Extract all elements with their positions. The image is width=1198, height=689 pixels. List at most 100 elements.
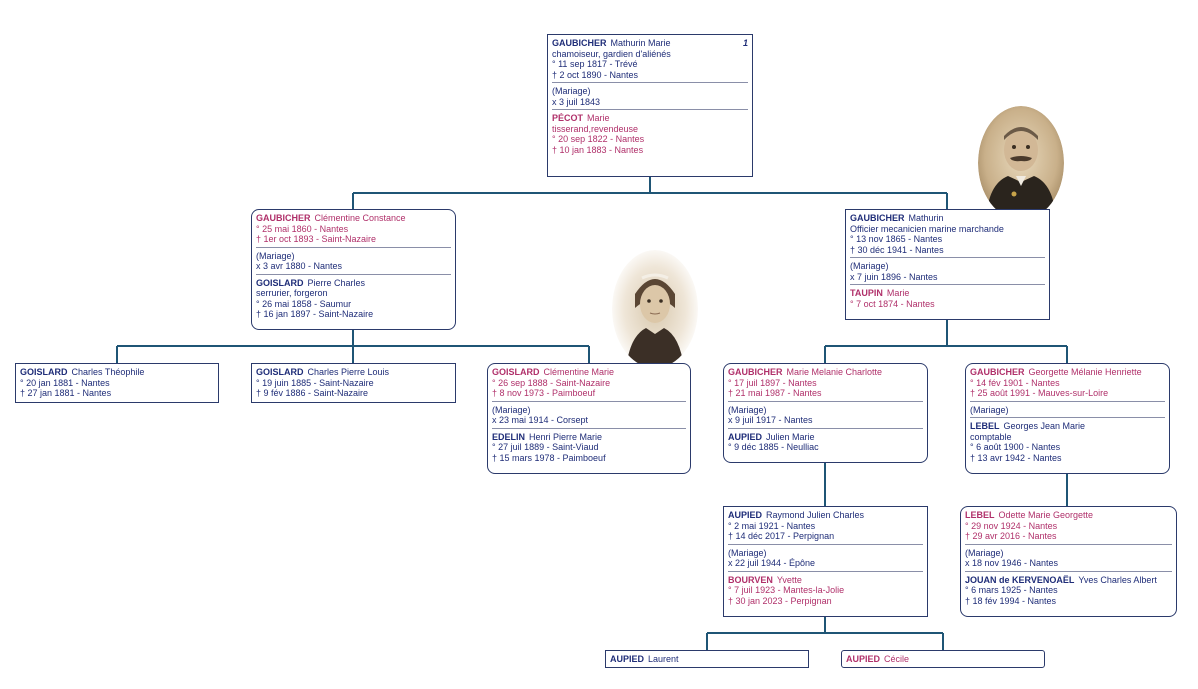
separator — [965, 570, 1172, 572]
person-detail: chamoiseur, gardien d'aliénés — [552, 48, 671, 59]
surname: GAUBICHER — [256, 213, 311, 223]
surname: BOURVEN — [728, 574, 773, 585]
surname: GOISLARD — [256, 367, 304, 377]
given-name: Pierre Charles — [307, 277, 366, 288]
person-detail: ° 26 mai 1858 - Saumur — [256, 298, 352, 309]
given-name: Marie Melanie Charlotte — [786, 367, 883, 377]
surname: LEBEL — [970, 421, 1000, 431]
surname: GOISLARD — [256, 277, 304, 288]
separator — [256, 246, 451, 248]
person-detail: ° 19 juin 1885 - Saint-Nazaire — [256, 377, 374, 388]
given-name: Clémentine Constance — [314, 213, 406, 223]
given-name: Charles Pierre Louis — [307, 367, 390, 377]
marriage-detail: x 3 juil 1843 — [552, 96, 601, 107]
surname: GAUBICHER — [970, 367, 1025, 377]
person-detail: ° 11 sep 1817 - Trévé — [552, 59, 638, 69]
marriage-detail: (Mariage) — [728, 547, 767, 558]
person-detail: ° 20 jan 1881 - Nantes — [20, 377, 110, 388]
person-detail: † 25 août 1991 - Mauves-sur-Loire — [970, 388, 1109, 398]
person-detail: † 13 avr 1942 - Nantes — [970, 452, 1062, 463]
given-name: Charles Théophile — [71, 367, 145, 377]
separator — [728, 543, 923, 545]
marriage-detail: (Mariage) — [965, 547, 1004, 558]
given-name: Mathurin — [908, 213, 944, 223]
person-detail: ° 7 oct 1874 - Nantes — [850, 298, 935, 309]
person-detail: Officier mecanicien marine marchande — [850, 223, 1004, 234]
person-detail: † 8 nov 1973 - Paimboeuf — [492, 388, 596, 398]
person-detail: comptable — [970, 431, 1012, 442]
surname: GAUBICHER — [850, 213, 905, 223]
surname: GOISLARD — [20, 367, 68, 377]
person-detail: † 27 jan 1881 - Nantes — [20, 388, 112, 398]
separator — [850, 284, 1045, 285]
person-detail: serrurier, forgeron — [256, 288, 328, 298]
given-name: Marie — [587, 113, 610, 123]
surname: LEBEL — [965, 510, 995, 520]
marriage-detail: (Mariage) — [970, 404, 1009, 415]
person-detail: ° 27 juil 1889 - Saint-Viaud — [492, 442, 599, 452]
marriage-detail: x 7 juin 1896 - Nantes — [850, 271, 938, 282]
surname: AUPIED — [846, 654, 881, 664]
separator — [965, 543, 1172, 545]
person-detail: † 18 fév 1994 - Nantes — [965, 595, 1057, 606]
given-name: Odette Marie Georgette — [998, 510, 1094, 520]
surname: PÉCOT — [552, 113, 584, 123]
given-name: Henri Pierre Marie — [529, 431, 603, 442]
person-detail: ° 7 juil 1923 - Mantes-la-Jolie — [728, 585, 845, 595]
given-name: Laurent — [648, 654, 679, 664]
separator — [256, 273, 451, 275]
person-detail: † 15 mars 1978 - Paimboeuf — [492, 452, 606, 463]
person-detail: ° 14 fév 1901 - Nantes — [970, 377, 1060, 388]
separator — [970, 417, 1165, 418]
card-number: 1 — [742, 38, 748, 48]
separator — [850, 257, 1045, 258]
person-detail: ° 6 août 1900 - Nantes — [970, 442, 1061, 452]
separator — [728, 570, 923, 572]
person-detail: ° 25 mai 1860 - Nantes — [256, 223, 349, 234]
surname: AUPIED — [728, 431, 763, 442]
given-name: Raymond Julien Charles — [766, 510, 865, 520]
given-name: Marie — [886, 288, 910, 298]
portrait-photo-man — [978, 106, 1064, 220]
marriage-detail: x 18 nov 1946 - Nantes — [965, 558, 1059, 568]
person-detail: ° 17 juil 1897 - Nantes — [728, 377, 817, 388]
person-detail: † 9 fév 1886 - Saint-Nazaire — [256, 388, 369, 398]
surname: GOISLARD — [492, 367, 540, 377]
person-detail: † 16 jan 1897 - Saint-Nazaire — [256, 309, 374, 319]
given-name: Yvette — [776, 574, 802, 585]
marriage-detail: x 22 juil 1944 - Épône — [728, 558, 816, 568]
